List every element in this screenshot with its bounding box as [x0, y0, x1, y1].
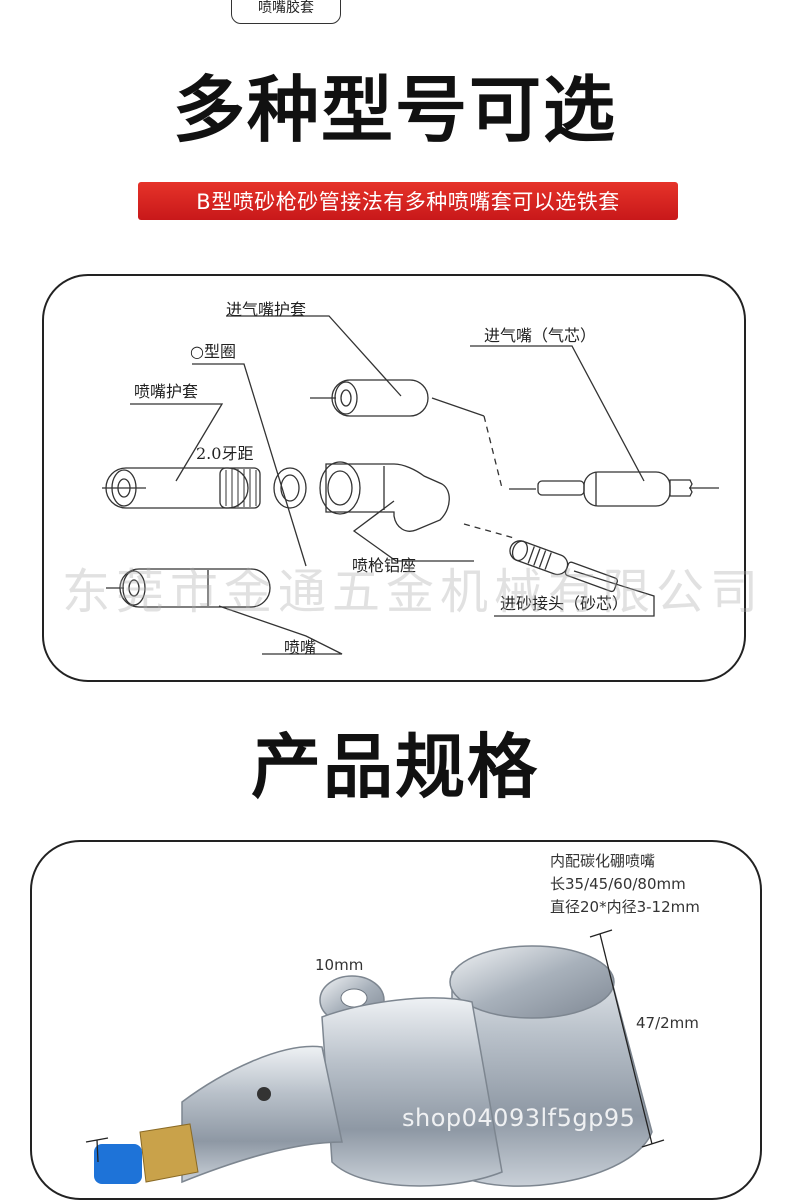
label-thread-pitch: 2.0牙距: [196, 444, 254, 463]
dimension-top-label: 10mm: [315, 956, 364, 974]
section-title-specs: 产品规格: [251, 726, 539, 808]
label-sand-inlet: 进砂接头（砂芯）: [500, 594, 629, 613]
spec-line-1: 内配碳化硼喷嘴: [550, 852, 656, 870]
label-gun-base: 喷枪铝座: [352, 556, 417, 575]
label-nozzle-cover: 喷嘴护套: [134, 382, 199, 401]
spec-panel: 内配碳化硼喷嘴 长35/45/60/80mm 直径20*内径3-12mm 10m…: [30, 840, 762, 1200]
label-nozzle: 喷嘴: [284, 638, 317, 657]
spec-lines: 内配碳化硼喷嘴 长35/45/60/80mm 直径20*内径3-12mm: [550, 850, 700, 919]
dimension-side-label: 47/2mm: [636, 1014, 699, 1032]
leader-gun-base: [352, 500, 474, 562]
red-banner: B型喷砂枪砂管接法有多种喷嘴套可以选铁套: [138, 182, 678, 220]
label-o-ring: ○型圈: [190, 342, 236, 361]
label-air-inlet-cover: 进气嘴护套: [226, 300, 307, 319]
shop-watermark: shop04093lf5gp95: [402, 1104, 636, 1132]
leader-sand-inlet: [494, 570, 655, 617]
leader-air-inlet-cover: [226, 315, 402, 397]
leader-o-ring: [192, 363, 307, 567]
spec-line-2: 长35/45/60/80mm: [550, 875, 686, 893]
tab-label: 喷嘴胶套: [258, 0, 314, 16]
banner-text: B型喷砂枪砂管接法有多种喷嘴套可以选铁套: [196, 190, 620, 214]
section-title-models: 多种型号可选: [172, 68, 617, 152]
exploded-diagram-panel: 进气嘴护套 进气嘴（气芯） ○型圈 喷嘴护套 2.0牙距 喷枪铝座 进砂接头（砂…: [42, 274, 746, 682]
leader-nozzle: [218, 605, 343, 655]
spec-line-3: 直径20*内径3-12mm: [550, 898, 700, 916]
nozzle-rubber-sleeve-tab[interactable]: 喷嘴胶套: [231, 0, 341, 24]
exploded-diagram-drawing: [102, 315, 719, 655]
leader-nozzle-cover: [130, 403, 224, 482]
company-watermark: 东莞市金通五金机械有限公司: [62, 564, 765, 620]
product-illustration: [85, 929, 665, 1187]
label-air-inlet-core: 进气嘴（气芯）: [484, 326, 597, 345]
leader-air-inlet-core: [470, 345, 645, 482]
